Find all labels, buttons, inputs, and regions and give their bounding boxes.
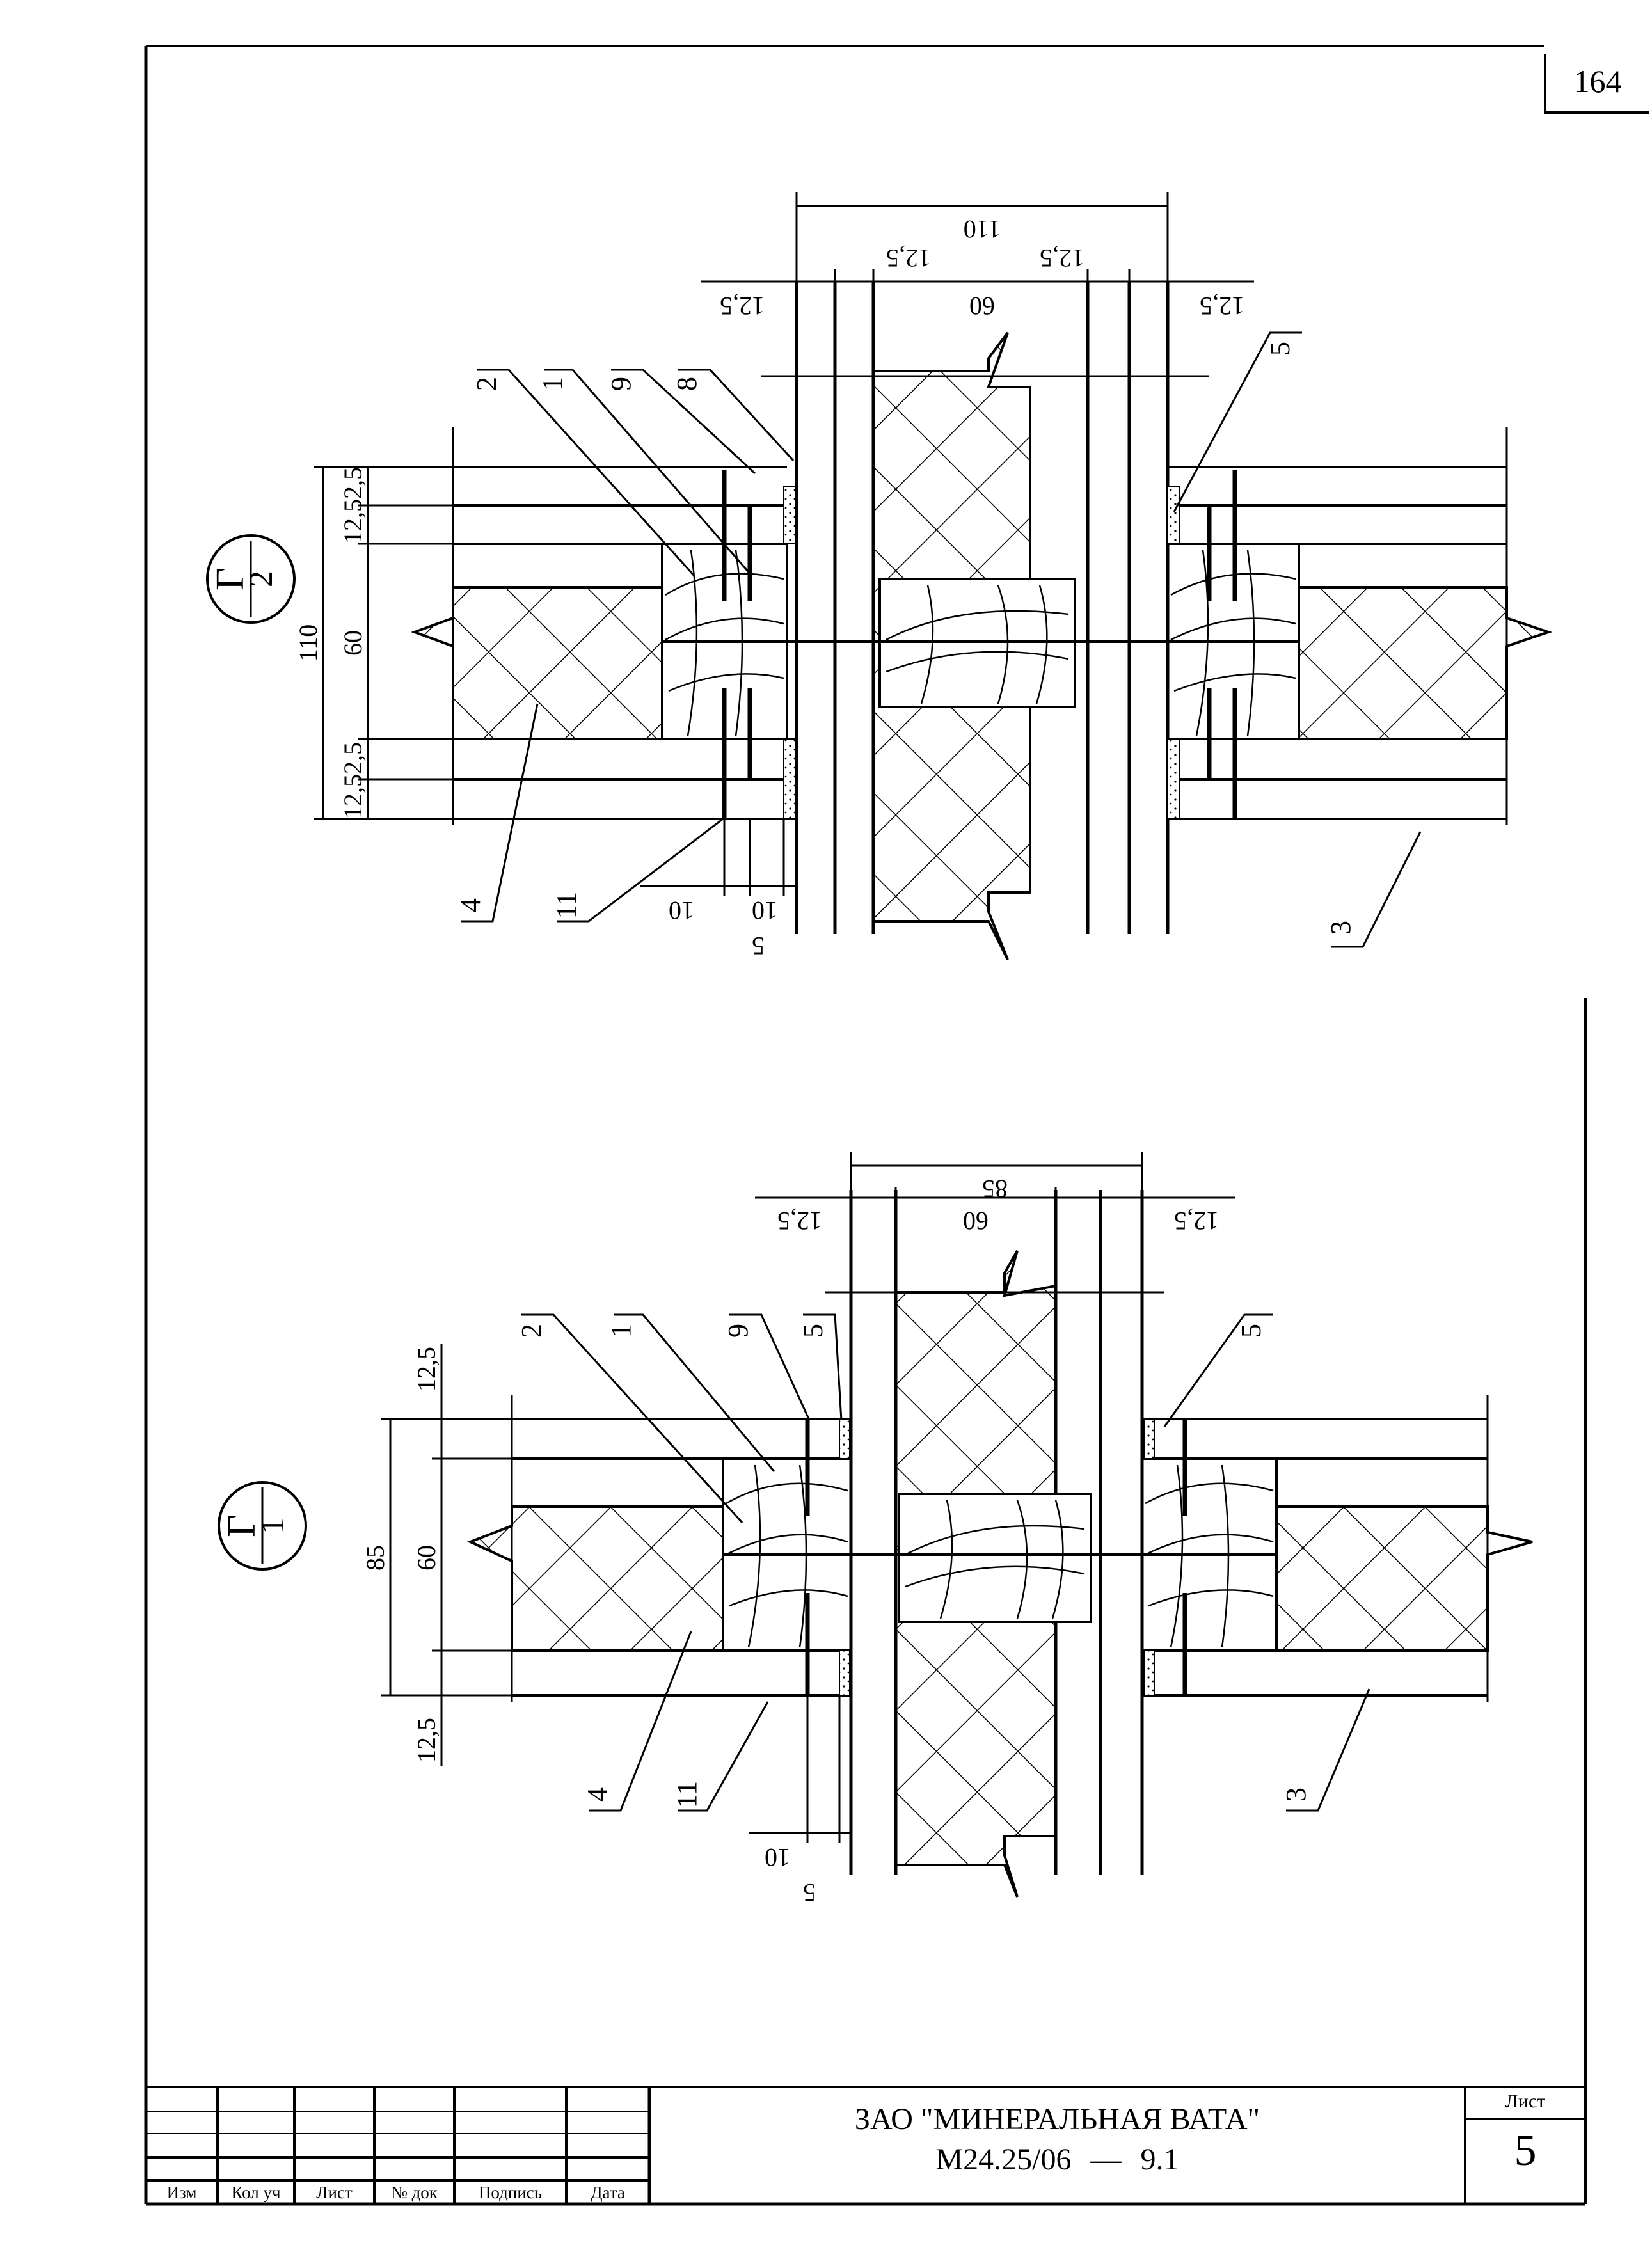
screws-g1 — [805, 1420, 1187, 1695]
tb-header-signature: Подпись — [478, 2183, 543, 2202]
detail-g2-leaders — [461, 331, 1422, 948]
callout-g1-9: 9 — [722, 1324, 754, 1338]
detail-g2-mark: Г 2 — [206, 534, 296, 624]
detail-g1-dimtext: 85 12,5 60 12,5 85 60 12,5 12,5 10 5 — [361, 1175, 1219, 1907]
callout-g2-9: 9 — [605, 377, 637, 391]
doc-code-line: М24.25/06 — 9.1 — [649, 2142, 1465, 2177]
dim-g1-bottom-10: 10 — [765, 1843, 790, 1872]
tb-header-doc-no: № док — [391, 2183, 438, 2202]
dim-g1-top-right: 12,5 — [1174, 1207, 1219, 1235]
dim-g2-top-left: 12,5 — [720, 292, 765, 321]
detail-g1-drawing — [466, 1190, 1533, 1898]
dim-g2-left-total: 110 — [294, 624, 322, 662]
callout-g1-2: 2 — [516, 1324, 547, 1338]
callout-g1-3: 3 — [1280, 1787, 1312, 1802]
title-block-grid — [146, 2086, 1585, 2204]
tb-header-list: Лист — [316, 2183, 353, 2202]
doc-dash: — — [1090, 2143, 1122, 2176]
callout-g1-5a: 5 — [797, 1324, 829, 1338]
detail-g1-mark: Г 1 — [218, 1481, 307, 1571]
callout-g2-5: 5 — [1264, 342, 1296, 356]
tb-header-izm: Изм — [166, 2183, 197, 2202]
dim-g2-top-center: 60 — [969, 292, 995, 321]
callout-g2-4: 4 — [455, 898, 486, 912]
tb-header-date: Дата — [591, 2183, 625, 2202]
tb-header-kol-uch: Кол уч — [231, 2183, 281, 2202]
detail-g1-letter: Г — [220, 1514, 264, 1537]
dim-g1-top-left: 12,5 — [777, 1207, 822, 1235]
dim-g2-left-center: 60 — [338, 630, 367, 656]
callout-g1-11: 11 — [671, 1781, 703, 1808]
partition-g1 — [723, 1190, 1276, 1898]
doc-code: М24.25/06 — [935, 2143, 1072, 2176]
detail-g1-dims — [381, 1152, 1235, 1843]
dim-g2-left-b: 12,52,5 — [338, 742, 367, 819]
dim-g1-left-top: 12,5 — [412, 1347, 441, 1391]
wall-insulation-left — [411, 586, 663, 740]
sheet-number: 5 — [1514, 2126, 1537, 2175]
dim-g2-left-a: 12,52,5 — [338, 467, 367, 544]
detail-g2-letter: Г — [209, 567, 252, 591]
detail-g2-callouts: 2 1 9 8 5 4 11 3 — [455, 342, 1356, 935]
sheet-label: Лист — [1505, 2091, 1546, 2112]
company-name: ЗАО "МИНЕРАЛЬНАЯ ВАТА" — [854, 2102, 1260, 2136]
callout-g1-1: 1 — [605, 1324, 637, 1338]
callout-g2-1: 1 — [537, 377, 568, 391]
dim-g1-left-bottom: 12,5 — [412, 1718, 441, 1763]
partition-g2 — [662, 281, 1299, 960]
callout-g2-11: 11 — [551, 892, 582, 919]
screws-g2 — [722, 470, 1237, 819]
detail-g2-dimtext: 110 12,5 12,5 12,5 60 12,5 110 60 12,52,… — [294, 215, 1244, 960]
doc-number: 9.1 — [1140, 2143, 1179, 2176]
dim-g1-top-total: 85 — [982, 1175, 1008, 1203]
wall-insulation-right-g1 — [1275, 1505, 1533, 1652]
dim-g1-left-center: 60 — [412, 1545, 441, 1571]
detail-g2-drawing — [411, 281, 1553, 960]
dim-g2-bottom-10b: 10 — [752, 896, 777, 925]
dim-g2-top-mid-b: 12,5 — [1040, 244, 1084, 273]
callout-g1-5b: 5 — [1235, 1324, 1267, 1338]
sheet-frame — [144, 45, 1587, 2206]
detail-g2-sheet: 2 — [243, 571, 280, 587]
wall-insulation-left-g1 — [466, 1505, 724, 1652]
wall-boards — [452, 427, 1508, 825]
callout-g2-3: 3 — [1325, 921, 1356, 935]
dim-g2-top-mid-a: 12,5 — [886, 244, 931, 273]
dim-g1-bottom-5: 5 — [803, 1878, 816, 1907]
detail-g1-sheet: 1 — [255, 1518, 291, 1534]
detail-g1-leaders — [521, 1313, 1370, 1812]
page-number: 164 — [1544, 54, 1649, 114]
callout-g2-8: 8 — [671, 377, 703, 391]
dim-g2-top-right: 12,5 — [1200, 292, 1244, 321]
dim-g1-top-center: 60 — [963, 1207, 989, 1235]
callout-g2-2: 2 — [471, 377, 502, 391]
callout-g1-4: 4 — [582, 1787, 613, 1802]
detail-g1-callouts: 2 1 9 5 5 4 11 3 — [516, 1324, 1312, 1808]
dim-g2-bottom-5: 5 — [752, 931, 765, 960]
wall-insulation-right — [1298, 586, 1553, 740]
detail-g2-dims — [314, 192, 1254, 896]
dim-g2-bottom-10a: 10 — [669, 896, 694, 925]
dim-g1-left-total: 85 — [361, 1545, 390, 1571]
dim-g2-top-total: 110 — [964, 215, 1001, 244]
